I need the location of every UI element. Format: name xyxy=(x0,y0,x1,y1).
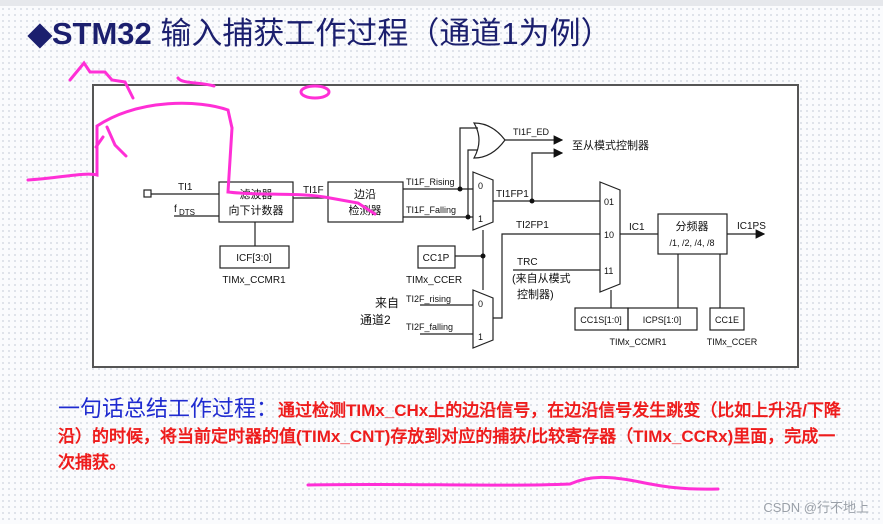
trc-from-1: (来自从模式 xyxy=(512,272,571,285)
ti2fp1-label: TI2FP1 xyxy=(516,220,549,231)
sel-01: 01 xyxy=(604,197,614,207)
filter-box xyxy=(218,181,294,223)
icf-box xyxy=(219,245,290,269)
trc-from-2: 控制器) xyxy=(517,287,554,301)
summary-lead: 一句话总结工作过程： xyxy=(58,396,279,421)
cc1e-box xyxy=(709,307,745,331)
ti1f-ed-label: TI1F_ED xyxy=(513,127,550,137)
summary-body: 通过检测TIMx_CHx上的边沿信号，在边沿信号发生跳变（比如上升沿/下降沿）的… xyxy=(58,401,841,472)
icps-label: ICPS[1:0] xyxy=(643,315,682,325)
diamond-bullet-icon: ◆ xyxy=(28,16,52,51)
watermark: CSDN @行不地上 xyxy=(763,500,869,515)
mux1-in0: 0 xyxy=(478,181,483,191)
mux2-in0: 0 xyxy=(478,299,483,309)
title-rest: 输入捕获工作过程（通道1为例） xyxy=(151,16,612,51)
ccer-label-b: TIMx_CCER xyxy=(707,337,758,347)
cc1e-label: CC1E xyxy=(715,315,739,325)
ti1f-label: TI1F xyxy=(303,185,324,196)
cc1p-label: CC1P xyxy=(423,253,450,264)
prescaler-label-2: /1, /2, /4, /8 xyxy=(669,238,714,248)
or-gate xyxy=(472,122,506,159)
summary-paragraph: 一句话总结工作过程：通过检测TIMx_CHx上的边沿信号，在边沿信号发生跳变（比… xyxy=(58,396,848,476)
title-main: STM32 xyxy=(51,16,152,51)
ti1f-falling-label: TI1F_Falling xyxy=(406,205,456,215)
top-bar xyxy=(0,0,883,6)
ti1fp1-label: TI1FP1 xyxy=(496,189,529,200)
ti1-label: TI1 xyxy=(178,182,193,193)
cc1p-box xyxy=(417,245,456,269)
ccmr1-label-b: TIMx_CCMR1 xyxy=(609,337,666,347)
edge-label-1: 边沿 xyxy=(354,188,376,201)
sel-10: 10 xyxy=(604,230,614,240)
ti2f-rising-label: TI2F_rising xyxy=(406,294,451,304)
edge-detector-box xyxy=(327,181,404,223)
cc1s-label: CC1S[1:0] xyxy=(580,315,622,325)
mux2-in1: 1 xyxy=(478,332,483,342)
ti1-pin xyxy=(143,189,152,198)
mux-1 xyxy=(472,171,494,231)
from-ch2-2: 通道2 xyxy=(360,313,391,327)
ti2f-falling-label: TI2F_falling xyxy=(406,322,453,332)
fdts-sub: DTS xyxy=(179,208,195,217)
fdts-label: f xyxy=(174,204,177,215)
ccmr1-label-a: TIMx_CCMR1 xyxy=(222,275,286,286)
ccer-label-a: TIMx_CCER xyxy=(406,275,462,286)
edge-label-2: 检测器 xyxy=(349,203,382,217)
icf-label: ICF[3:0] xyxy=(236,253,272,264)
prescaler-label-1: 分频器 xyxy=(676,219,709,233)
filter-label-2: 向下计数器 xyxy=(229,203,284,217)
mux-2 xyxy=(472,289,494,349)
mux1-in1: 1 xyxy=(478,214,483,224)
ic1-label: IC1 xyxy=(629,222,645,233)
slide-title: ◆STM32 输入捕获工作过程（通道1为例） xyxy=(28,8,612,53)
to-slave-label: 至从模式控制器 xyxy=(572,138,649,152)
icps-box xyxy=(627,307,698,331)
handwritten-annotations xyxy=(26,60,720,491)
ic1ps-label: IC1PS xyxy=(737,221,766,232)
mux-3 xyxy=(599,181,621,293)
diagram-frame xyxy=(92,84,799,368)
ti1f-rising-label: TI1F_Rising xyxy=(406,177,455,187)
sel-11: 11 xyxy=(604,266,613,276)
trc-label: TRC xyxy=(517,257,538,268)
from-ch2-1: 来自 xyxy=(375,296,399,310)
